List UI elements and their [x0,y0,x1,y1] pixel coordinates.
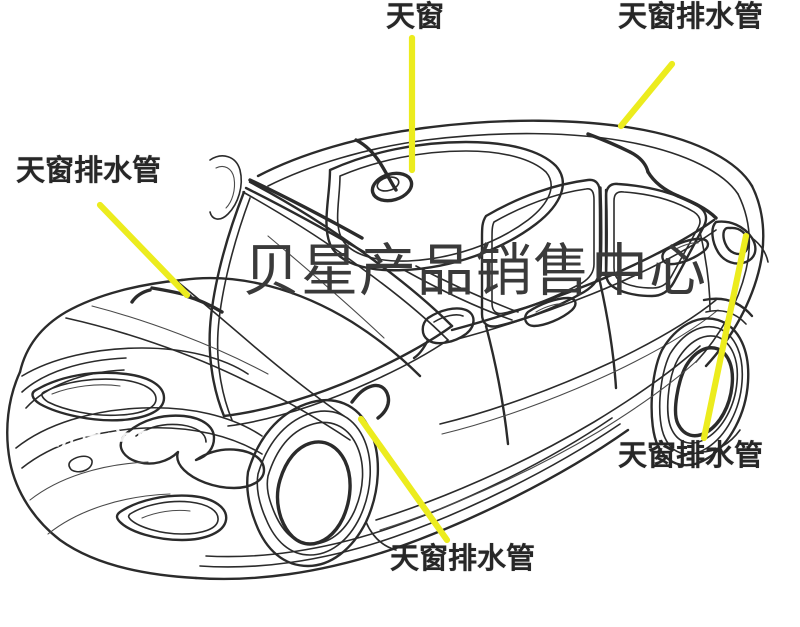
leader-drain-top-right [617,60,676,130]
watermark-faint: 贝星产品 [52,428,161,457]
label-drain-bottom-middle: 天窗排水管 [390,541,536,575]
windshield [208,180,454,427]
rearview-mirror [354,138,414,203]
door-handle-rear [661,237,710,266]
lower-sill-detail [365,345,741,551]
label-sunroof: 天窗 [386,0,445,33]
side-mirror [412,307,475,360]
leader-drain-bottom-mid [357,415,451,544]
label-drain-bottom-right: 天窗排水管 [618,438,764,472]
leader-drain-bottom-right [700,232,750,442]
label-drain-top-right: 天窗排水管 [618,0,764,33]
label-drain-left: 天窗排水管 [16,153,162,187]
cowl-drain-loop [209,155,243,220]
car-outer-body [6,276,630,581]
front-wheel-arch [246,399,380,568]
leader-drain-left [96,201,191,299]
door-shutlines [439,218,719,446]
leader-lines [96,34,750,544]
hood-creases [65,281,351,441]
door-handle-front [523,296,577,328]
drain-tube-paths [130,132,718,420]
watermark-primary: 贝星产品销售中心 [243,238,707,304]
front-end-details [15,347,266,542]
